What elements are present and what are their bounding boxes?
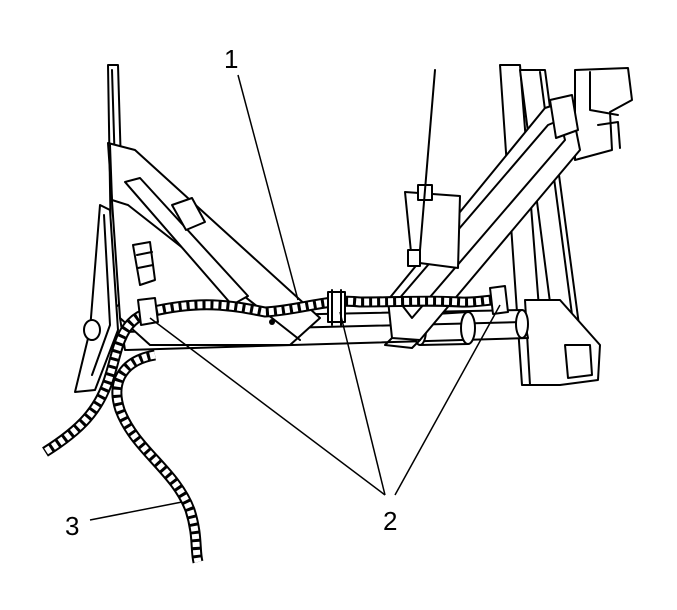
leader-lines xyxy=(89,74,501,521)
center-module xyxy=(404,69,461,269)
callout-1-label: 1 xyxy=(224,44,238,74)
wiring-harness xyxy=(42,294,507,564)
callout-3-label: 3 xyxy=(65,511,79,541)
harness-clip-left xyxy=(137,297,159,326)
left-connector xyxy=(132,241,156,286)
right-diagonal-brace xyxy=(384,94,581,349)
callout-2-label: 2 xyxy=(383,506,397,536)
harness-clip-right xyxy=(489,285,509,315)
left-diagonal-brace xyxy=(107,142,321,346)
